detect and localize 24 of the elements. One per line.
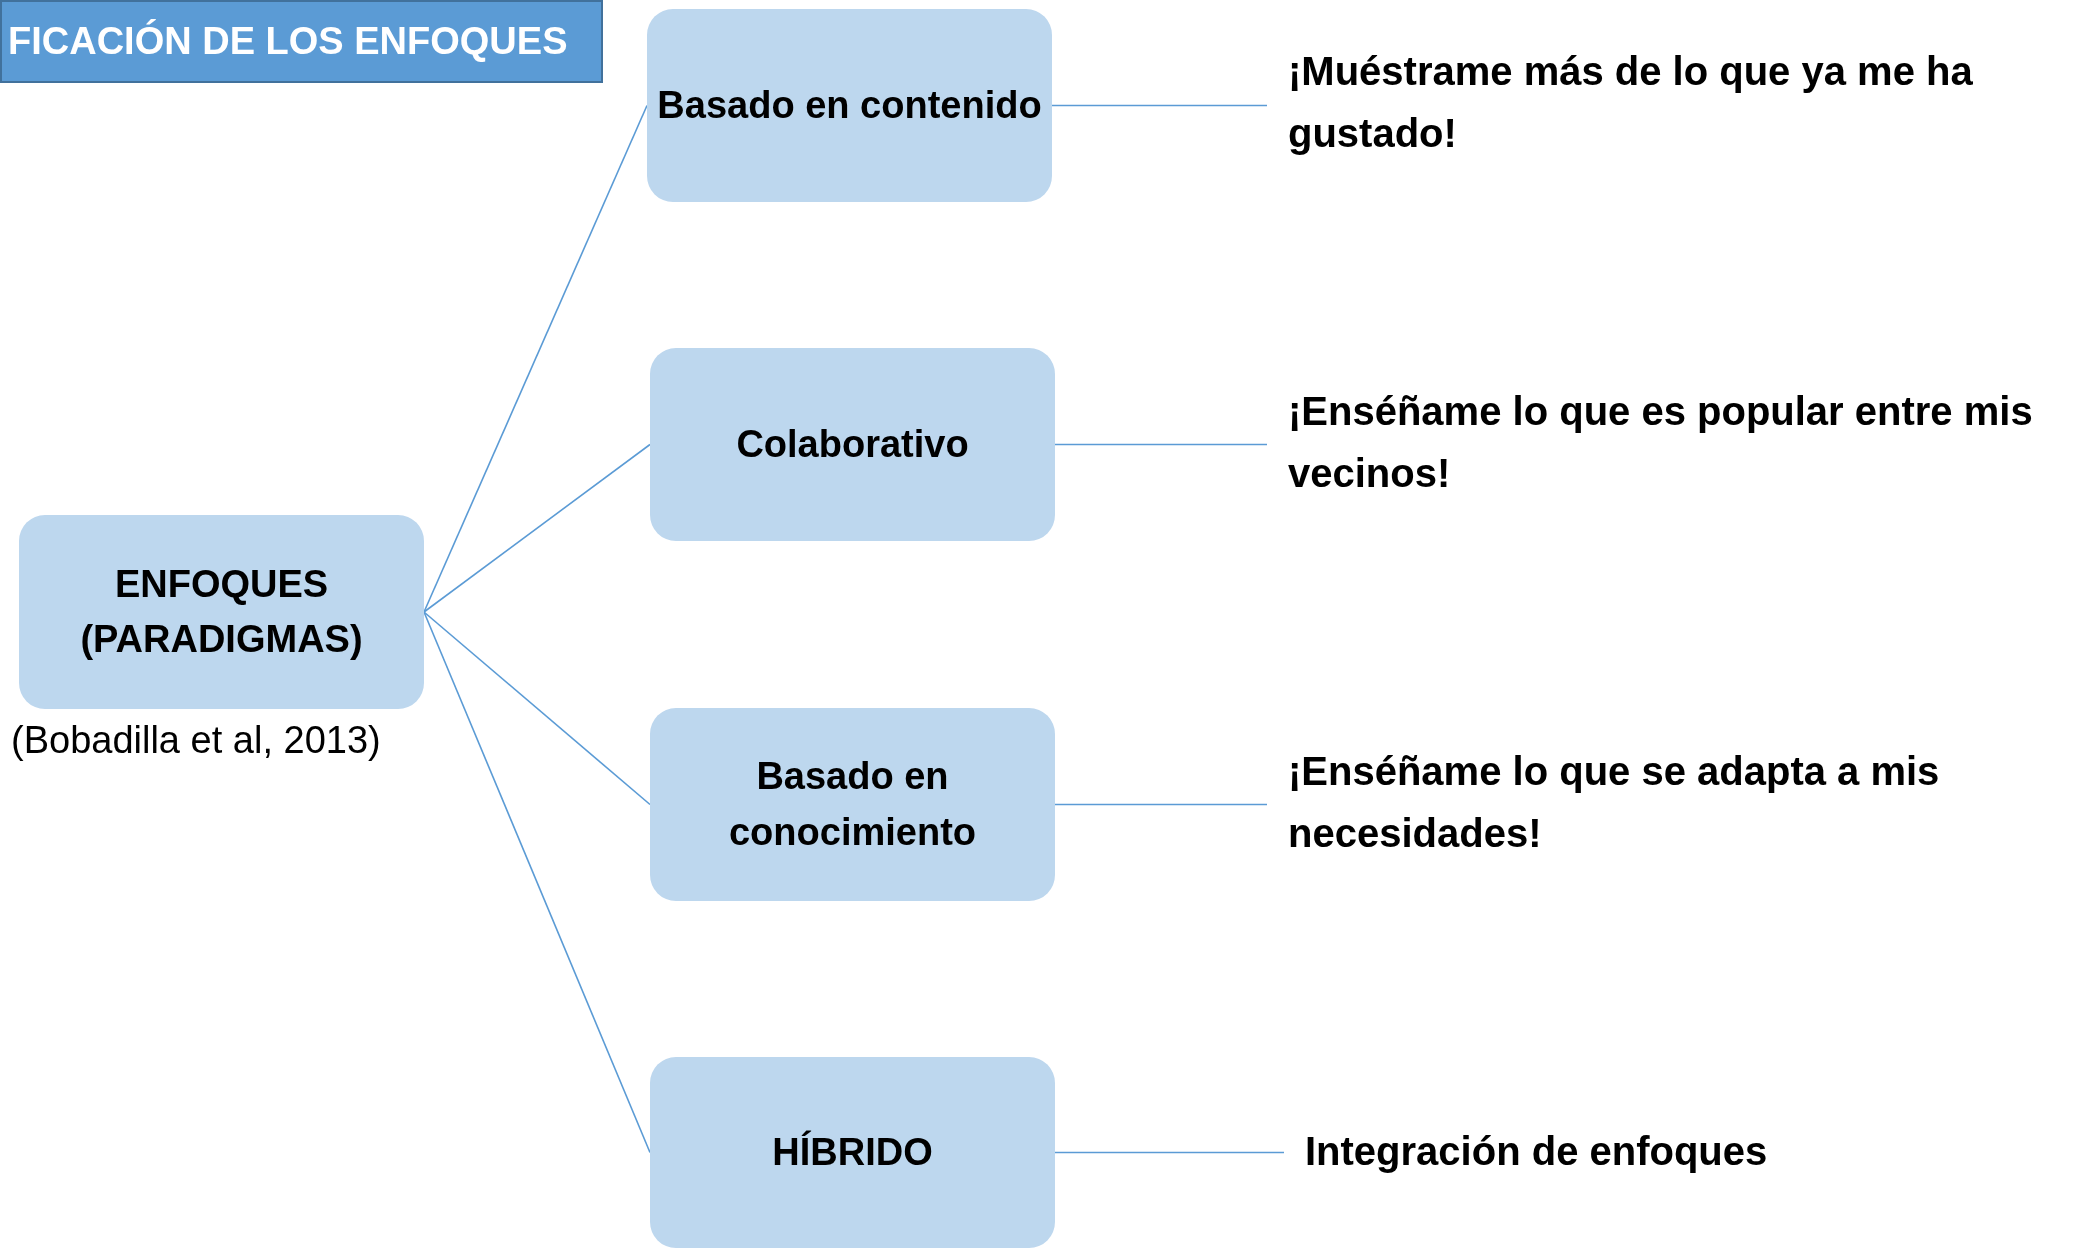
connector-line — [1054, 1151, 1285, 1154]
node-text: Basado en contenido — [657, 83, 1042, 126]
node-text: Integración de enfoques — [1305, 1128, 1768, 1175]
node-text: Colaborativo — [736, 422, 969, 465]
node-text: HÍBRIDO — [772, 1130, 933, 1173]
connector-line — [1054, 443, 1268, 446]
title-banner: FICACIÓN DE LOS ENFOQUES — [0, 0, 603, 83]
rounded-box — [650, 708, 1055, 901]
connector-line — [423, 104, 648, 613]
node-text: Basado en conocimiento — [729, 755, 976, 853]
connector-line — [423, 443, 651, 613]
rounded-box — [647, 9, 1052, 202]
rounded-box — [19, 515, 424, 709]
connector-line — [1051, 104, 1268, 107]
connector-line — [423, 611, 651, 806]
node-text: ¡Enséñame lo que es popular entre mis vecinos! — [1288, 388, 2034, 497]
connector-line — [1054, 803, 1268, 806]
node-text: ¡Muéstrame más de lo que ya me ha gustado! — [1288, 48, 1974, 157]
rounded-box — [650, 348, 1055, 541]
node-text: ENFOQUES (PARADIGMAS) — [80, 562, 363, 660]
rounded-box — [650, 1057, 1055, 1248]
citation-text: (Bobadilla et al, 2013) — [11, 719, 381, 762]
node-text: ¡Enséñame lo que se adapta a mis necesidades! — [1288, 748, 1941, 857]
connector-line — [423, 611, 651, 1154]
